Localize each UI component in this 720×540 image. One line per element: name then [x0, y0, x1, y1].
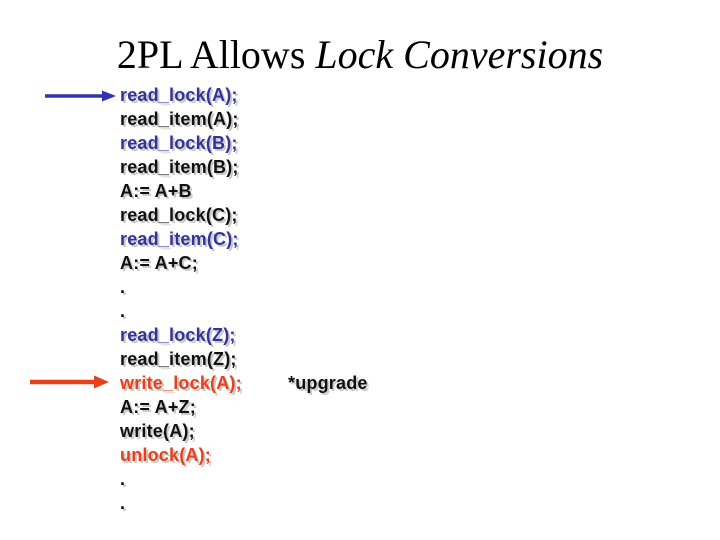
code-line-text: unlock(A);: [120, 445, 211, 465]
code-line-text: .: [120, 493, 126, 513]
code-line-text: A:= A+Z;: [120, 397, 196, 417]
code-line-text: A:= A+B: [120, 181, 192, 201]
code-line: read_item(B);: [120, 155, 242, 179]
code-line: .: [120, 275, 242, 299]
code-line-text: read_lock(B);: [120, 133, 238, 153]
code-line-text: read_item(A);: [120, 109, 239, 129]
title-regular-text: 2PL Allows: [116, 32, 316, 77]
code-line: A:= A+Z;: [120, 395, 242, 419]
code-line: read_lock(C);: [120, 203, 242, 227]
code-line: read_lock(B);: [120, 131, 242, 155]
title-italic-text: Lock Conversions: [315, 32, 604, 77]
code-line-text: read_item(C);: [120, 229, 239, 249]
code-line: read_item(C);: [120, 227, 242, 251]
code-line-text: write(A);: [120, 421, 195, 441]
code-line: A:= A+B: [120, 179, 242, 203]
code-line-text: .: [120, 277, 126, 297]
code-line: read_lock(Z);: [120, 323, 242, 347]
code-line: .: [120, 467, 242, 491]
upgrade-annotation: *upgrade: [288, 373, 368, 393]
code-line: unlock(A);: [120, 443, 242, 467]
code-block: read_lock(A); read_item(A); read_lock(B)…: [120, 83, 367, 515]
code-line: write_lock(A); *upgrade: [120, 371, 367, 395]
code-line-text: read_lock(Z);: [120, 325, 236, 345]
code-line: read_lock(A);: [120, 83, 242, 107]
slide-title: 2PL Allows Lock Conversions: [0, 33, 720, 77]
code-line-text: A:= A+C;: [120, 253, 198, 273]
code-line-text: read_lock(A);: [120, 85, 238, 105]
code-line-text: read_item(Z);: [120, 349, 237, 369]
code-line-text: .: [120, 301, 126, 321]
code-line-text: read_item(B);: [120, 157, 239, 177]
code-line: read_item(A);: [120, 107, 242, 131]
code-line-text: write_lock(A);: [120, 373, 242, 393]
code-line: write(A);: [120, 419, 242, 443]
code-line: read_item(Z);: [120, 347, 242, 371]
code-line: .: [120, 299, 242, 323]
code-line: A:= A+C;: [120, 251, 242, 275]
code-line-text: read_lock(C);: [120, 205, 238, 225]
blue-pointer-arrow-icon: [45, 90, 116, 102]
red-pointer-arrow-icon: [30, 375, 109, 389]
code-line-text: .: [120, 469, 126, 489]
code-line: .: [120, 491, 242, 515]
